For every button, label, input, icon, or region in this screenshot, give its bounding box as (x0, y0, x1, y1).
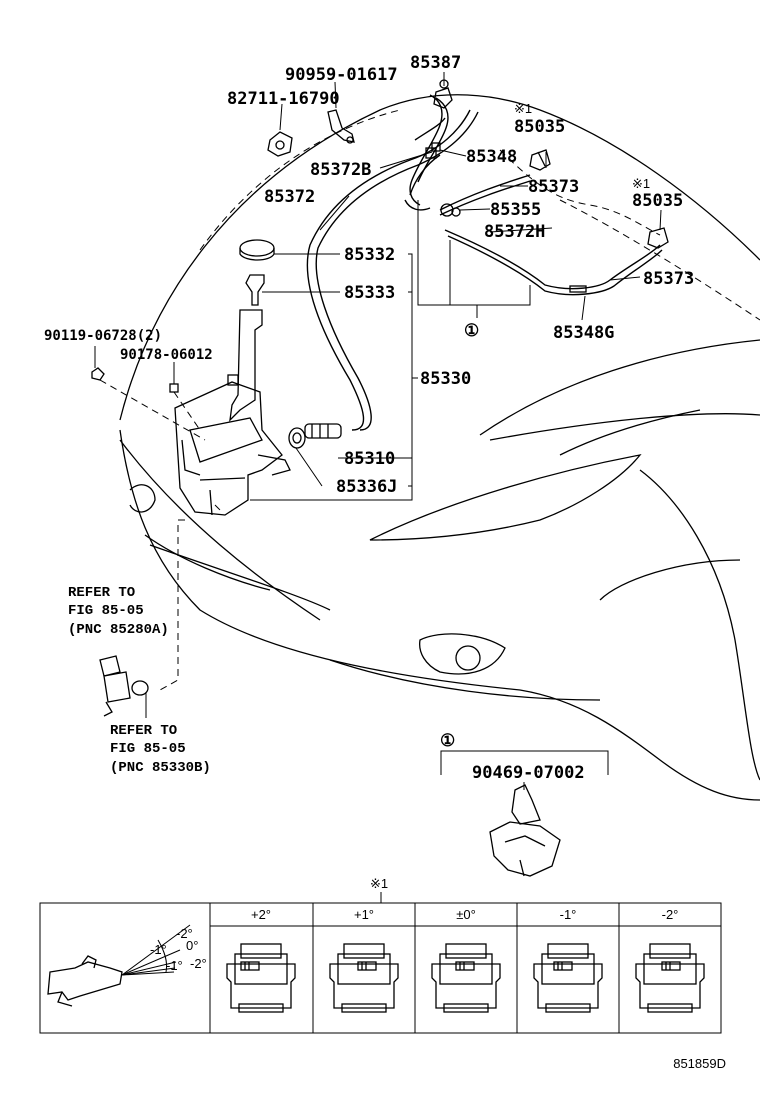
label-90959-01617: 90959-01617 (285, 65, 398, 85)
diagram-label-a: -2° (176, 926, 193, 941)
diagram-label-d: -1° (166, 958, 183, 973)
washer-tank (174, 309, 291, 516)
label-85035-b: 85035 (632, 191, 683, 211)
nozzle-face-icon (533, 943, 603, 1013)
washer-pump-85310 (288, 423, 342, 449)
angle-header-minus2: -2° (662, 907, 679, 922)
label-85348G: 85348G (553, 323, 614, 343)
label-85373-a: 85373 (528, 177, 579, 197)
angle-header-plus2: +2° (251, 907, 271, 922)
circle-mark-1: ① (464, 321, 479, 341)
label-85373-b: 85373 (643, 269, 694, 289)
label-85332: 85332 (344, 245, 395, 265)
angle-header-zero: ±0° (456, 907, 476, 922)
label-82711-16790: 82711-16790 (227, 89, 340, 109)
kome-mark-b: ※1 (632, 176, 650, 191)
nut-90178 (169, 383, 179, 393)
label-85355: 85355 (490, 200, 541, 220)
joint-85355 (440, 203, 461, 217)
nozzle-face-icon (635, 943, 705, 1013)
refer-b-line2: FIG 85-05 (110, 741, 186, 757)
joint-85348G (569, 285, 587, 293)
label-85333: 85333 (344, 283, 395, 303)
part-labels: 85387 90959-01617 82711-16790 ※1 85035 8… (44, 53, 694, 891)
clip-82711 (267, 131, 293, 157)
diagram-label-c: 0° (186, 938, 198, 953)
refer-b-line1: REFER TO (110, 723, 177, 739)
label-85387: 85387 (410, 53, 461, 73)
diagram-label-e: -2° (190, 956, 207, 971)
label-85336J: 85336J (336, 477, 397, 497)
nozzle-face-icon (329, 943, 399, 1013)
grommet-90469 (489, 784, 561, 877)
tank-cap-85332 (239, 239, 275, 261)
clip-90959 (327, 109, 355, 144)
label-90178-06012: 90178-06012 (120, 347, 213, 363)
refer-a-line2: FIG 85-05 (68, 603, 144, 619)
label-85372: 85372 (264, 187, 315, 207)
nozzle-face-icons (226, 943, 705, 1013)
label-85372B: 85372B (310, 160, 371, 180)
vehicle-body-outline (119, 94, 760, 801)
label-85330: 85330 (420, 369, 471, 389)
figure-code: 851859D (673, 1056, 726, 1071)
nozzle-85035-a (529, 149, 551, 171)
dashed-references (99, 149, 661, 691)
leader-lines (94, 72, 662, 790)
angle-header-plus1: +1° (354, 907, 374, 922)
label-90469-07002: 90469-07002 (472, 763, 585, 783)
label-90119-06728: 90119-06728(2) (44, 328, 162, 344)
refer-a-line3: (PNC 85280A) (68, 622, 169, 638)
nozzle-85035-b (647, 227, 669, 249)
angle-table: +2° +1° ±0° -1° -2° -2° -1° 0° -1° -2° (39, 892, 722, 1034)
label-85372H: 85372H (484, 222, 545, 242)
diagram-label-b: -1° (150, 942, 167, 957)
label-85348: 85348 (466, 147, 517, 167)
angle-header-minus1: -1° (560, 907, 577, 922)
washer-motor-ref (99, 655, 149, 717)
nozzle-face-icon (226, 943, 296, 1013)
nozzle-face-icon (431, 943, 501, 1013)
refer-b-line3: (PNC 85330B) (110, 760, 211, 776)
kome-mark-c: ※1 (370, 876, 388, 891)
kome-mark-a: ※1 (514, 101, 532, 116)
label-85310: 85310 (344, 449, 395, 469)
bolt-90119 (91, 367, 105, 381)
filler-inlet-85333 (245, 274, 265, 306)
refer-a-line1: REFER TO (68, 585, 135, 601)
nozzle-angle-diagram: -2° -1° 0° -1° -2° (47, 924, 207, 1007)
circle-mark-2: ① (440, 731, 455, 751)
joint-85348 (425, 142, 441, 159)
label-85035-a: 85035 (514, 117, 565, 137)
